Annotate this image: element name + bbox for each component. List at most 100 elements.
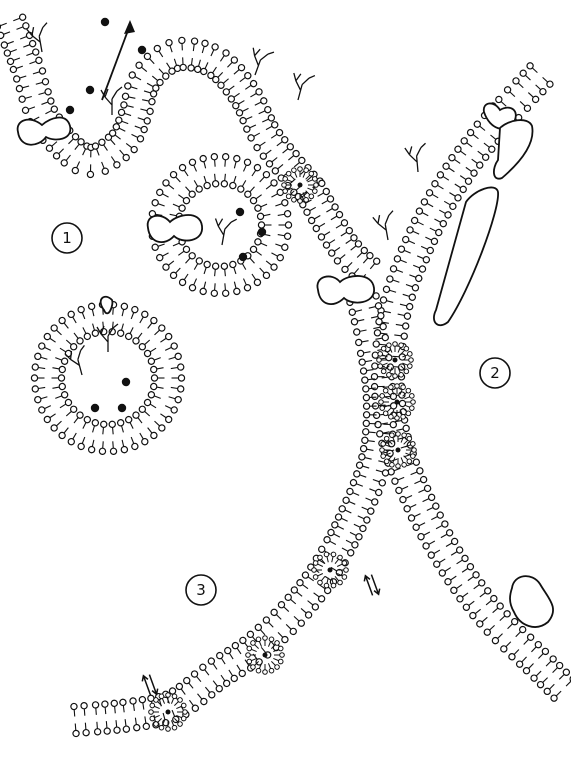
lipid (119, 699, 127, 713)
lipid (402, 235, 416, 246)
lipid (512, 77, 526, 90)
lipid (417, 529, 431, 541)
lipid (175, 682, 188, 696)
lipid (372, 477, 386, 487)
lipid (128, 71, 142, 83)
lipid (102, 701, 109, 715)
lipid (264, 179, 278, 192)
lipid (371, 383, 384, 389)
lipid (360, 445, 374, 453)
lipid (364, 495, 378, 506)
lipid (218, 49, 230, 63)
lipid (109, 155, 121, 169)
lipid (113, 720, 120, 734)
fusion-rosette-2 (379, 384, 416, 421)
glycan-9-icon (372, 211, 398, 242)
lipid (169, 266, 182, 280)
lipid (533, 83, 547, 96)
lipid (169, 170, 182, 184)
lipid (277, 600, 291, 613)
lipid (407, 511, 421, 522)
lipid (199, 281, 208, 295)
lipid (536, 675, 550, 689)
lipid (164, 403, 178, 414)
lipid (491, 602, 505, 615)
solute-dot-10 (118, 404, 126, 412)
solute-dot-7 (239, 253, 247, 261)
lipid (172, 375, 185, 381)
lipid (32, 384, 46, 392)
fusion-rosette-7 (149, 693, 188, 732)
lipid (88, 303, 97, 317)
lipid (28, 56, 42, 66)
lipid (513, 625, 527, 639)
lipid (72, 723, 79, 737)
glycan-8-icon (405, 143, 428, 173)
lipid (71, 160, 82, 174)
lipid (346, 487, 360, 498)
fusion-rosette-1 (377, 342, 414, 379)
lipid (221, 263, 229, 277)
lipid (52, 147, 66, 161)
lipid (180, 57, 187, 70)
lipid (265, 155, 279, 168)
lipid (188, 158, 199, 172)
glycan-3-icon (287, 70, 315, 102)
lipid (156, 188, 170, 200)
label-1-marker: 1 (52, 223, 82, 253)
lipid (0, 39, 14, 49)
lipid (394, 332, 408, 340)
lipid (229, 261, 239, 275)
lipid (290, 586, 304, 599)
lipid (460, 137, 474, 150)
lipid (357, 349, 371, 357)
lipid (82, 722, 89, 736)
lipid (153, 44, 165, 58)
lipid (52, 365, 66, 374)
lipid (258, 222, 271, 228)
lipid (491, 631, 505, 645)
solute-dot-4 (66, 106, 74, 114)
lipid (428, 225, 442, 236)
lipid (405, 282, 419, 292)
lipid (152, 324, 166, 337)
solute-dot-9 (91, 404, 99, 412)
solute-dot-6 (258, 228, 266, 236)
label-3-marker: 3 (186, 575, 216, 605)
lipid (238, 71, 252, 84)
lipid (557, 668, 571, 682)
fusion-rosette-4 (380, 432, 417, 469)
lipid (393, 255, 407, 266)
lipid (550, 661, 564, 675)
lipid (159, 411, 173, 424)
lipid (427, 547, 441, 559)
lipid (263, 636, 268, 646)
lipid (262, 616, 276, 630)
lipid (168, 394, 182, 404)
lipid (284, 593, 298, 606)
lipid (550, 689, 564, 703)
lipid (67, 310, 79, 324)
lipid (436, 171, 450, 183)
lipid (22, 40, 36, 50)
membrane-protein-4 (317, 276, 374, 304)
lipid (312, 590, 326, 603)
lipid (151, 375, 164, 381)
lipid (329, 552, 336, 563)
lipid (211, 679, 224, 693)
lipid (412, 262, 426, 273)
lipid (257, 211, 271, 220)
lipid (564, 675, 571, 689)
lipid (249, 272, 261, 286)
lipid (455, 554, 469, 566)
lipid (375, 467, 389, 477)
lipid (43, 332, 57, 345)
lipid (383, 286, 397, 296)
lipid (117, 323, 127, 337)
lipid (0, 29, 11, 39)
lipid (182, 676, 195, 690)
lipid (156, 250, 170, 262)
lipid (448, 190, 462, 202)
lipid (383, 421, 396, 428)
lipid (279, 222, 292, 228)
